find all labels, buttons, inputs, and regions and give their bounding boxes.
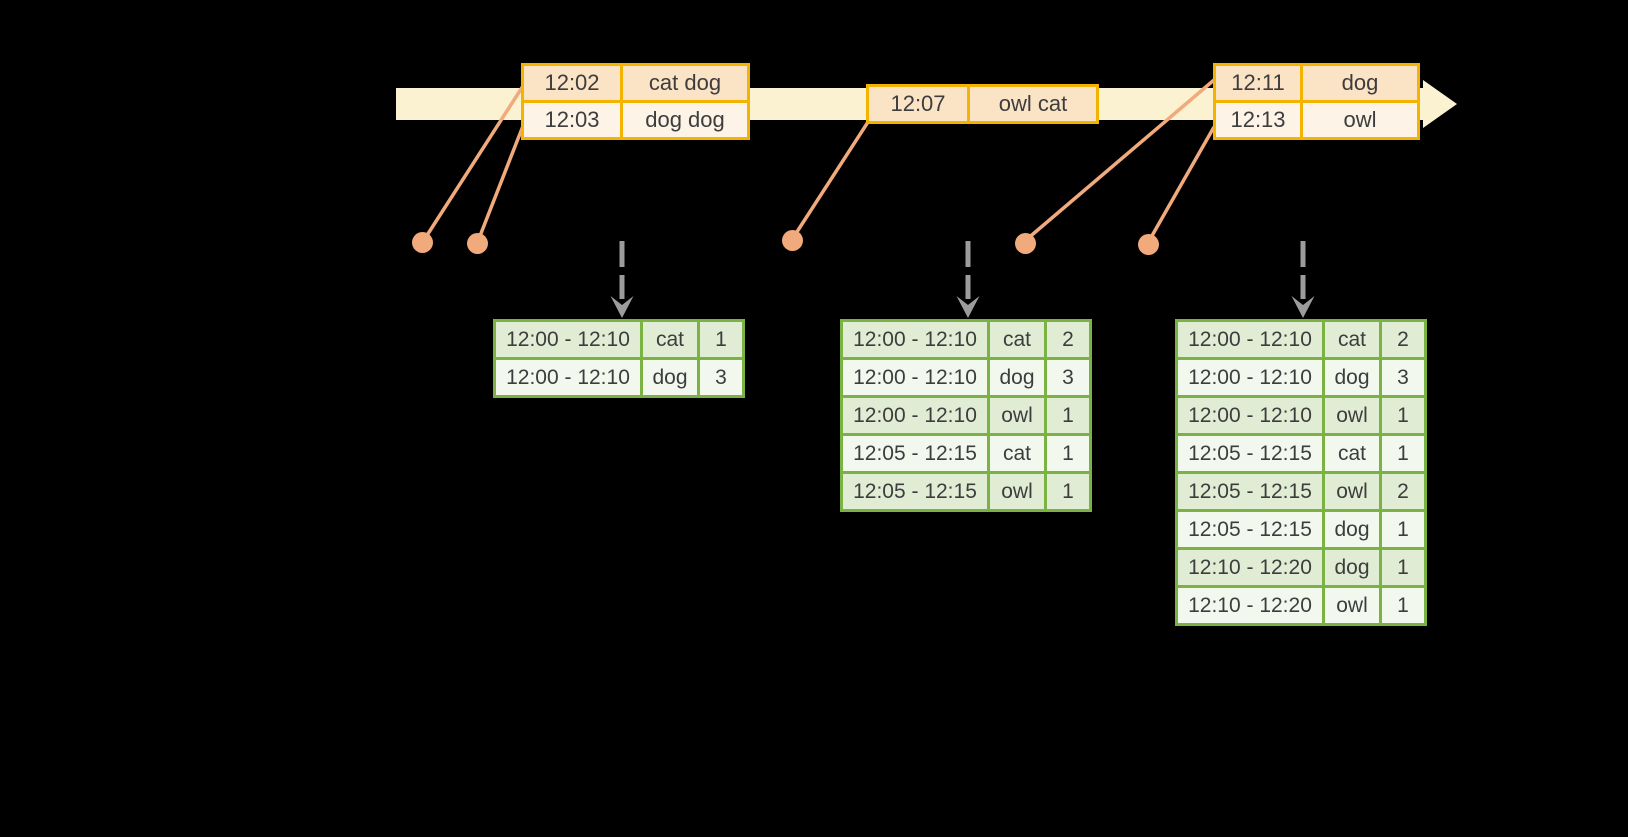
word-cell: cat	[1322, 433, 1382, 474]
window-cell: 12:05 - 12:15	[840, 471, 990, 512]
result-table-1: 12:00 - 12:10 cat 1 12:00 - 12:10 dog 3	[493, 319, 745, 398]
event-row: 12:03 dog dog	[521, 100, 750, 140]
word-cell: dog	[987, 357, 1047, 398]
count-cell: 1	[1044, 395, 1092, 436]
event-leader-line-5	[1147, 126, 1216, 242]
count-cell: 3	[697, 357, 745, 398]
event-time-cell: 12:07	[866, 84, 970, 124]
window-cell: 12:00 - 12:10	[1175, 319, 1325, 360]
timeline-arrowhead-icon	[1423, 80, 1457, 128]
count-cell: 2	[1044, 319, 1092, 360]
word-cell: dog	[1322, 509, 1382, 550]
window-cell: 12:00 - 12:10	[840, 319, 990, 360]
result-row: 12:00 - 12:10 owl 1	[840, 395, 1092, 436]
word-cell: dog	[640, 357, 700, 398]
window-cell: 12:05 - 12:15	[1175, 509, 1325, 550]
word-cell: owl	[987, 471, 1047, 512]
result-table-2: 12:00 - 12:10 cat 2 12:00 - 12:10 dog 3 …	[840, 319, 1092, 512]
trigger-arrowhead-icon-3	[1291, 296, 1315, 318]
result-row: 12:00 - 12:10 dog 3	[493, 357, 745, 398]
word-cell: cat	[987, 433, 1047, 474]
result-row: 12:05 - 12:15 cat 1	[840, 433, 1092, 474]
result-row: 12:05 - 12:15 dog 1	[1175, 509, 1427, 550]
count-cell: 1	[1379, 509, 1427, 550]
count-cell: 3	[1044, 357, 1092, 398]
event-table-3: 12:11 dog 12:13 owl	[1213, 63, 1420, 140]
count-cell: 3	[1379, 357, 1427, 398]
event-row: 12:13 owl	[1213, 100, 1420, 140]
event-words-cell: dog	[1300, 63, 1420, 103]
word-cell: cat	[640, 319, 700, 360]
word-cell: dog	[1322, 547, 1382, 588]
window-cell: 12:10 - 12:20	[1175, 585, 1325, 626]
event-leader-line-2	[476, 125, 525, 242]
event-time-cell: 12:02	[521, 63, 623, 103]
count-cell: 1	[1044, 433, 1092, 474]
count-cell: 2	[1379, 319, 1427, 360]
result-row: 12:00 - 12:10 cat 2	[1175, 319, 1427, 360]
event-words-cell: owl cat	[967, 84, 1099, 124]
event-words-cell: owl	[1300, 100, 1420, 140]
event-words-cell: cat dog	[620, 63, 750, 103]
window-cell: 12:10 - 12:20	[1175, 547, 1325, 588]
event-time-cell: 12:13	[1213, 100, 1303, 140]
event-time-cell: 12:11	[1213, 63, 1303, 103]
word-cell: owl	[1322, 471, 1382, 512]
word-cell: cat	[987, 319, 1047, 360]
event-leader-line-3	[791, 121, 870, 239]
event-row: 12:11 dog	[1213, 63, 1420, 103]
event-dot-2	[467, 233, 488, 254]
window-cell: 12:05 - 12:15	[1175, 471, 1325, 512]
result-row: 12:00 - 12:10 cat 1	[493, 319, 745, 360]
window-cell: 12:00 - 12:10	[493, 357, 643, 398]
event-table-2: 12:07 owl cat	[866, 84, 1099, 124]
trigger-arrowhead-icon-1	[610, 296, 634, 318]
count-cell: 1	[1044, 471, 1092, 512]
result-row: 12:10 - 12:20 dog 1	[1175, 547, 1427, 588]
word-cell: owl	[987, 395, 1047, 436]
result-row: 12:00 - 12:10 owl 1	[1175, 395, 1427, 436]
window-cell: 12:05 - 12:15	[840, 433, 990, 474]
event-time-cell: 12:03	[521, 100, 623, 140]
window-cell: 12:00 - 12:10	[1175, 357, 1325, 398]
window-cell: 12:05 - 12:15	[1175, 433, 1325, 474]
event-dot-4	[1015, 233, 1036, 254]
result-row: 12:00 - 12:10 dog 3	[840, 357, 1092, 398]
word-cell: owl	[1322, 585, 1382, 626]
event-words-cell: dog dog	[620, 100, 750, 140]
count-cell: 1	[697, 319, 745, 360]
count-cell: 1	[1379, 433, 1427, 474]
result-table-3: 12:00 - 12:10 cat 2 12:00 - 12:10 dog 3 …	[1175, 319, 1427, 626]
window-cell: 12:00 - 12:10	[840, 395, 990, 436]
result-row: 12:05 - 12:15 owl 2	[1175, 471, 1427, 512]
window-cell: 12:00 - 12:10	[493, 319, 643, 360]
result-row: 12:00 - 12:10 cat 2	[840, 319, 1092, 360]
result-row: 12:05 - 12:15 owl 1	[840, 471, 1092, 512]
event-dot-1	[412, 232, 433, 253]
word-cell: cat	[1322, 319, 1382, 360]
event-table-1: 12:02 cat dog 12:03 dog dog	[521, 63, 750, 140]
count-cell: 2	[1379, 471, 1427, 512]
event-dot-5	[1138, 234, 1159, 255]
event-dot-3	[782, 230, 803, 251]
window-cell: 12:00 - 12:10	[1175, 395, 1325, 436]
word-cell: dog	[1322, 357, 1382, 398]
word-cell: owl	[1322, 395, 1382, 436]
event-row: 12:07 owl cat	[866, 84, 1099, 124]
count-cell: 1	[1379, 585, 1427, 626]
result-row: 12:10 - 12:20 owl 1	[1175, 585, 1427, 626]
result-row: 12:00 - 12:10 dog 3	[1175, 357, 1427, 398]
count-cell: 1	[1379, 395, 1427, 436]
count-cell: 1	[1379, 547, 1427, 588]
event-row: 12:02 cat dog	[521, 63, 750, 103]
window-cell: 12:00 - 12:10	[840, 357, 990, 398]
result-row: 12:05 - 12:15 cat 1	[1175, 433, 1427, 474]
trigger-arrowhead-icon-2	[956, 296, 980, 318]
